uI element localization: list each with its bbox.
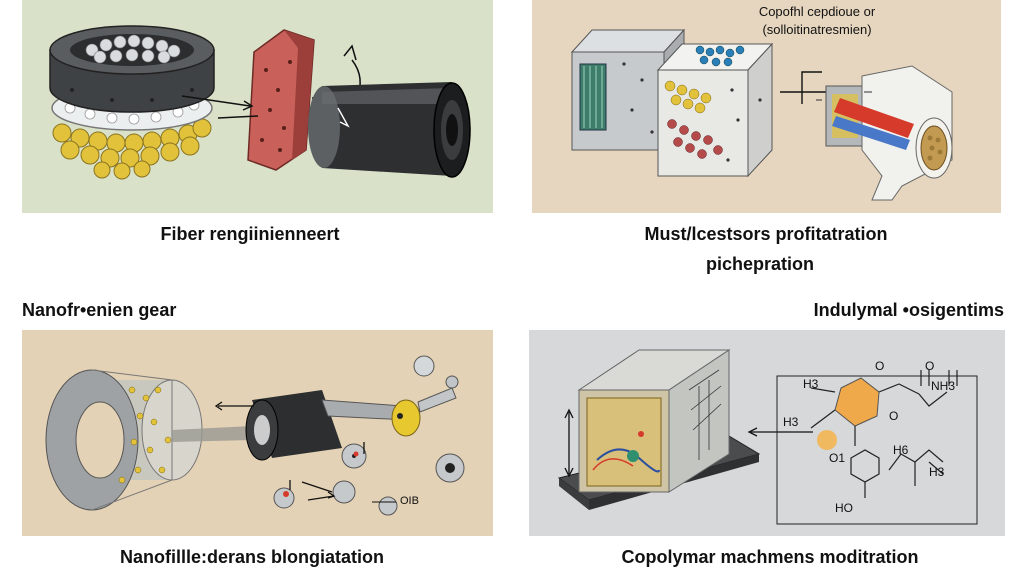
nanofiller-elongation-illustration: OIB — [45, 355, 465, 516]
black-cylinder — [322, 82, 452, 176]
chem-o1: O1 — [829, 451, 845, 465]
chem-h3-mid: H3 — [783, 415, 799, 429]
blue-particle-layer — [695, 45, 745, 67]
chemical-bonds — [810, 370, 958, 498]
nanofiller-elongation-panel: OIB — [22, 330, 493, 536]
structure-frame — [776, 375, 978, 525]
multilayer-preparation-panel: Copofhl cepdioue or (solloitinatresmien) — [532, 0, 1001, 213]
copolymer-modification-panel: H3 O O NH3 H3 O O1 H6 H3 HO — [529, 330, 1005, 536]
chem-o-top2: O — [925, 359, 934, 373]
blue-rod — [832, 116, 910, 150]
chem-o-mid: O — [889, 409, 898, 423]
aromatic-ring — [834, 377, 880, 427]
chem-h6: H6 — [893, 443, 909, 457]
vertical-arrow — [564, 408, 574, 478]
chem-h3-right: H3 — [929, 465, 945, 479]
caption-nanofiller-elongation: Nanofillle:derans blongiatation — [119, 547, 385, 567]
caption-multilayer-line2: pichepration — [705, 254, 815, 274]
caption-copolymer-modification: Copolymar machmens moditration — [621, 547, 919, 567]
chem-ho: HO — [835, 501, 853, 515]
fiber-reinforcement-illustration — [49, 25, 471, 180]
embedded-nanoparticles — [118, 386, 172, 484]
gold-particle-layer — [664, 80, 712, 114]
elongation-arrows — [214, 401, 365, 501]
multilayer-preparation-illustration: Copofhl cepdioue or (solloitinatresmien) — [570, 4, 953, 201]
caption-nano-gear: Nanofr•enien gear — [22, 300, 177, 320]
connector-arrow — [747, 427, 813, 437]
gold-bearing — [391, 399, 421, 437]
chem-o-top1: O — [875, 359, 884, 373]
gold-sphere-cluster — [52, 118, 212, 180]
caption-multilayer-line1: Must/lcestsors profitatration — [644, 224, 888, 244]
panel-title-line1: Copofhl cepdioue or — [759, 4, 876, 19]
chem-nh3: NH3 — [931, 379, 955, 393]
loose-spheres — [273, 443, 465, 516]
fiber-reinforcement-panel — [22, 0, 493, 213]
particle-tag: OIB — [400, 495, 419, 507]
panel-title-line2: (solloitinatresmien) — [762, 22, 871, 37]
red-rod — [834, 98, 914, 138]
caption-fiber-reinforcement: Fiber rengiinienneert — [160, 224, 340, 244]
red-particle-layer — [667, 119, 723, 159]
chem-h3-left: H3 — [803, 377, 819, 391]
copolymer-modification-illustration: H3 O O NH3 H3 O O1 H6 H3 HO — [557, 349, 978, 525]
caption-industrial-systems: Indulymal •osigentims — [813, 300, 1004, 320]
